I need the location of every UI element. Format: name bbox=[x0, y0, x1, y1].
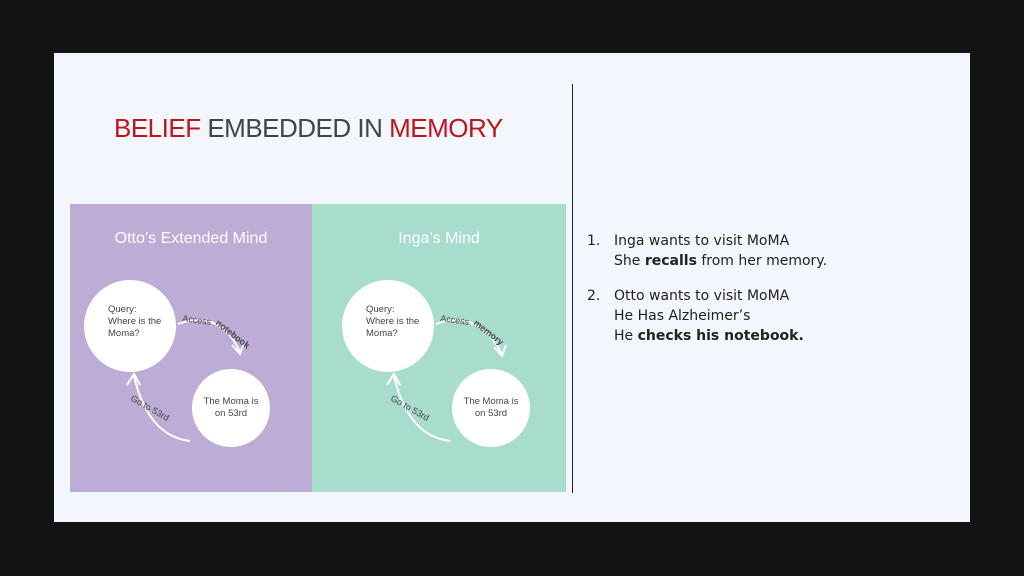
inga-query-circle: Query: Where is the Moma? bbox=[342, 280, 434, 372]
title-embedded-in: EMBEDDED IN bbox=[200, 113, 390, 143]
inga-memory-label: memory bbox=[472, 318, 506, 347]
otto-cycle-arrows: Access notebook Go to 53rd bbox=[126, 313, 253, 442]
numbered-list: 1. Inga wants to visit MoMA She recalls … bbox=[587, 231, 917, 361]
slide-title: BELIEF EMBEDDED IN MEMORY bbox=[114, 113, 503, 144]
list-line: She recalls from her memory. bbox=[614, 251, 917, 271]
list-bold-text: recalls bbox=[644, 253, 697, 269]
inga-query-line: Query: bbox=[366, 304, 395, 315]
otto-panel-title: Otto’s Extended Mind bbox=[114, 230, 268, 247]
otto-query-line: Where is the bbox=[108, 315, 162, 327]
list-text: She bbox=[614, 253, 645, 269]
inga-answer-line: The Moma is bbox=[463, 396, 519, 408]
inga-query-line: Where is the bbox=[366, 315, 420, 327]
otto-answer-line: The Moma is bbox=[203, 396, 259, 408]
list-item: 2. Otto wants to visit MoMA He Has Alzhe… bbox=[587, 286, 917, 346]
title-memory: MEMORY bbox=[389, 113, 503, 143]
otto-access-label: Access bbox=[182, 313, 213, 327]
list-text: from her memory. bbox=[696, 253, 828, 269]
list-item: 1. Inga wants to visit MoMA She recalls … bbox=[587, 231, 917, 271]
otto-query-line: Moma? bbox=[108, 327, 140, 339]
list-number: 1. bbox=[587, 233, 601, 249]
otto-answer-circle: The Moma is on 53rd bbox=[192, 369, 270, 447]
inga-answer-line: on 53rd bbox=[474, 408, 508, 419]
list-line: Inga wants to visit MoMA bbox=[614, 233, 790, 249]
otto-panel: Otto’s Extended Mind Query: Where is the… bbox=[70, 204, 312, 492]
list-line: He Has Alzheimer’s bbox=[614, 308, 751, 324]
vertical-divider bbox=[572, 84, 573, 493]
extended-mind-diagram: Otto’s Extended Mind Query: Where is the… bbox=[70, 204, 566, 492]
inga-panel: Inga’s Mind Query: Where is the Moma? Th… bbox=[312, 204, 566, 492]
otto-query-circle: Query: Where is the Moma? bbox=[84, 280, 176, 372]
otto-query-line: Query: bbox=[108, 304, 137, 315]
list-line: Otto wants to visit MoMA bbox=[614, 288, 790, 304]
inga-answer-circle: The Moma is on 53rd bbox=[452, 369, 530, 447]
list-number: 2. bbox=[587, 288, 601, 304]
list-line: He checks his notebook. bbox=[614, 326, 917, 346]
title-belief: BELIEF bbox=[114, 113, 201, 143]
otto-answer-line: on 53rd bbox=[214, 408, 248, 419]
slide: BELIEF EMBEDDED IN MEMORY Otto’s Extende… bbox=[54, 53, 970, 522]
inga-access-label: Access bbox=[440, 313, 471, 327]
inga-cycle-arrows: Access memory Go to 53rd bbox=[386, 313, 507, 442]
inga-query-line: Moma? bbox=[366, 327, 398, 339]
list-text: He bbox=[614, 328, 638, 344]
list-bold-text: checks his notebook. bbox=[637, 328, 804, 344]
otto-go-label: Go to 53rd bbox=[129, 393, 171, 423]
inga-panel-title: Inga’s Mind bbox=[398, 230, 480, 247]
inga-go-label: Go to 53rd bbox=[389, 393, 431, 423]
